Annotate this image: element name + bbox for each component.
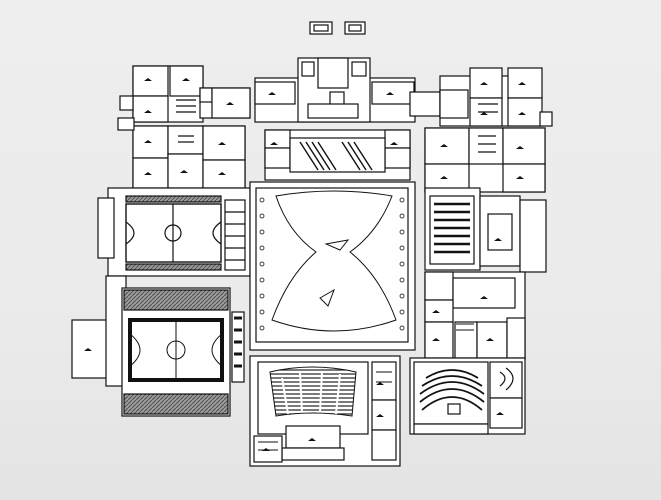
east-classroom-wing <box>424 271 526 361</box>
auditorium <box>249 355 401 467</box>
northeast-classroom-wing <box>424 67 553 193</box>
north-entry-block <box>254 57 441 181</box>
main-gymnasium <box>121 287 245 417</box>
northwest-classroom-wing <box>117 65 251 189</box>
west-gymnasium <box>97 187 251 277</box>
west-annex <box>71 275 127 387</box>
north-entry-markers <box>309 21 366 35</box>
room-markers <box>84 78 526 451</box>
cafeteria-seating <box>424 187 547 273</box>
lecture-hall <box>409 357 526 435</box>
central-commons <box>249 181 416 351</box>
